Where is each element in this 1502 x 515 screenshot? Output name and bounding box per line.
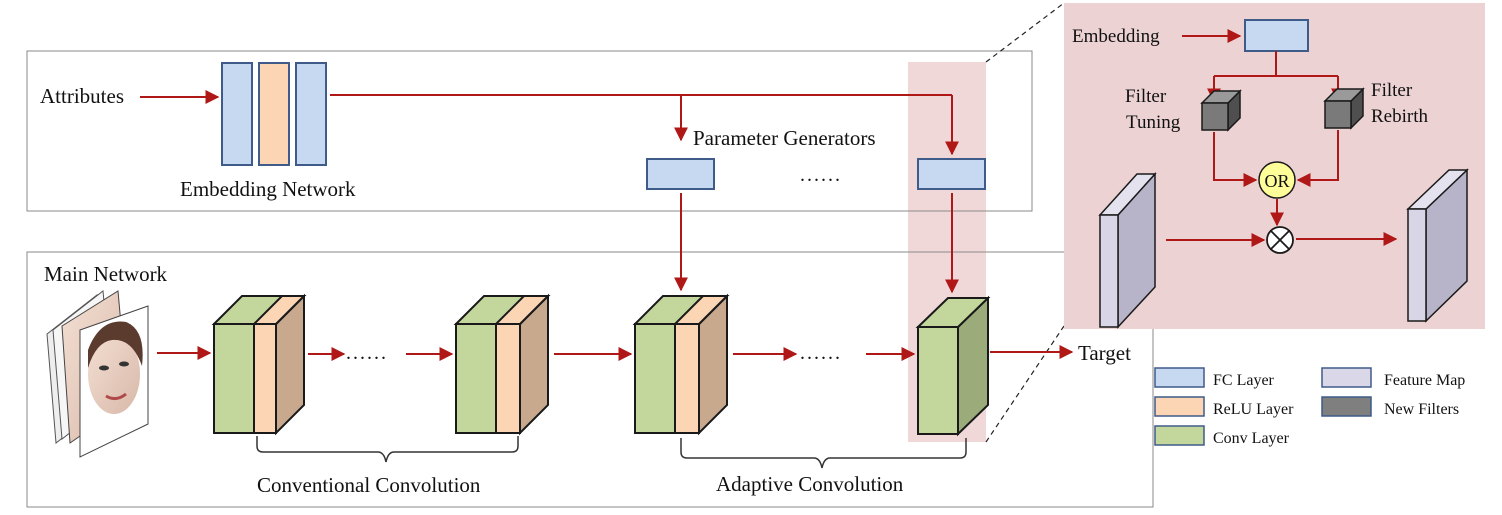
output-feature-map	[1406, 168, 1469, 323]
filter-tuning-label-line2: Tuning	[1126, 112, 1181, 133]
main-network-label: Main Network	[44, 262, 168, 286]
conv-block-1	[211, 293, 307, 436]
conv-ellipsis-2: ......	[800, 342, 842, 364]
legend-swatch-conv	[1154, 425, 1205, 446]
filter-tuning-cube	[1200, 89, 1242, 132]
filter-rebirth-cube	[1323, 87, 1365, 130]
conv-ellipsis-1: ......	[346, 342, 388, 364]
legend-label-conv: Conv Layer	[1213, 430, 1290, 447]
relu-layer-bar	[258, 62, 290, 166]
legend: FC Layer ReLU Layer Conv Layer Feature M…	[1154, 367, 1465, 447]
zoom-line-bottom	[985, 325, 1065, 443]
rebirth-to-or-arrow	[1296, 130, 1339, 187]
multiply-circle-icon	[1266, 226, 1294, 254]
conventional-brace	[256, 436, 519, 463]
adaptive-conv-block-1	[632, 293, 730, 436]
filter-rebirth-label-line2: Rebirth	[1371, 106, 1428, 127]
zoom-line-top	[985, 2, 1065, 63]
embedding-panel	[26, 50, 1033, 212]
main-network-panel	[26, 251, 1154, 508]
target-label: Target	[1078, 341, 1131, 365]
filter-tuning-label-line1: Filter	[1125, 86, 1167, 107]
input-feature-map	[1098, 172, 1157, 329]
tuning-to-or-arrow	[1213, 132, 1258, 187]
detail-fc-layer	[1244, 19, 1309, 52]
adaptive-brace	[680, 438, 967, 469]
conventional-convolution-label: Conventional Convolution	[257, 473, 481, 497]
adaptive-conv-block-2	[915, 295, 991, 437]
legend-label-feature-map: Feature Map	[1384, 372, 1465, 389]
legend-swatch-feature-map	[1321, 367, 1372, 388]
parameter-generator-1	[646, 158, 715, 190]
fc-layer-bar-2	[295, 62, 327, 166]
attributes-label: Attributes	[40, 84, 124, 108]
legend-swatch-relu	[1154, 396, 1205, 417]
conv-block-2	[453, 293, 551, 436]
legend-label-relu: ReLU Layer	[1213, 401, 1294, 418]
adaptive-convolution-label: Adaptive Convolution	[716, 472, 904, 496]
generator-ellipsis: ......	[800, 164, 842, 186]
legend-swatch-fc	[1154, 367, 1205, 388]
legend-swatch-new-filters	[1321, 396, 1372, 417]
or-label: OR	[1264, 171, 1289, 191]
legend-label-fc: FC Layer	[1213, 372, 1275, 389]
parameter-generators-label: Parameter Generators	[693, 126, 876, 150]
face-photo-stack-icon	[46, 290, 149, 458]
parameter-generator-2	[917, 158, 986, 190]
detail-embedding-label: Embedding	[1072, 26, 1160, 47]
or-node	[1258, 161, 1296, 199]
fc-layer-bar-1	[221, 62, 253, 166]
legend-label-new-filters: New Filters	[1384, 401, 1459, 418]
filter-rebirth-label-line1: Filter	[1371, 80, 1413, 101]
embedding-network-label: Embedding Network	[180, 177, 356, 201]
